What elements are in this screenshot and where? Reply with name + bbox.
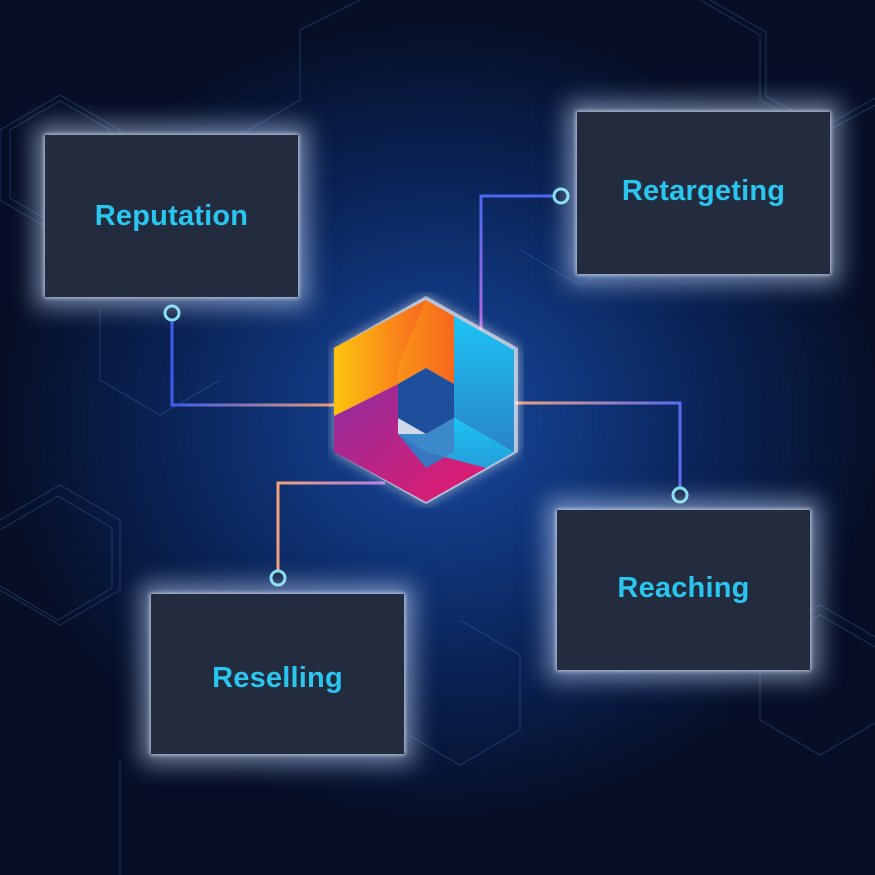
retargeting-label: Retargeting (621, 174, 786, 207)
reaching-label: Reaching (617, 571, 750, 604)
reselling-card: Reselling (151, 594, 404, 754)
reaching-card: Reaching (557, 510, 810, 670)
connector-dot-retargeting (552, 187, 570, 205)
hexagon-logo-icon (334, 296, 518, 504)
connector-dot-reputation (163, 304, 181, 322)
reputation-card: Reputation (45, 135, 298, 297)
connector-reaching (515, 401, 689, 504)
connector-reselling (269, 481, 385, 587)
connector-dot-reselling (269, 569, 287, 587)
connector-reputation (163, 304, 340, 407)
reselling-label: Reselling (212, 661, 343, 694)
retargeting-card: Retargeting (577, 112, 830, 274)
connector-retargeting (479, 187, 570, 330)
reputation-label: Reputation (94, 199, 249, 232)
connector-dot-reaching (671, 486, 689, 504)
